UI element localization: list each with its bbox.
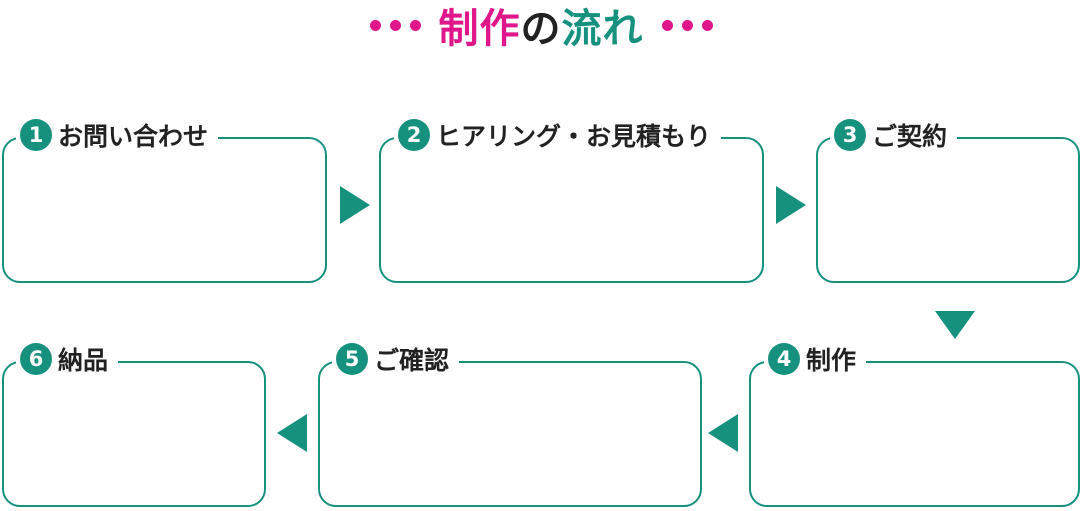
step-6-text: 納品 [58, 346, 109, 375]
step-2-box [379, 137, 764, 283]
step-4-label: 4 制作 [764, 341, 867, 377]
step-3-box [816, 137, 1080, 283]
arrow-5-to-6 [277, 414, 307, 452]
title-text: 制作の流れ [438, 6, 644, 52]
step-6-number: 6 [20, 343, 52, 375]
title-dots-right [661, 19, 713, 31]
step-3-label: 3 ご契約 [830, 117, 958, 153]
step-2-text: ヒアリング・お見積もり [436, 122, 712, 151]
step-1-label: 1 お問い合わせ [16, 117, 219, 153]
step-1-box [2, 137, 327, 283]
step-2-label: 2 ヒアリング・お見積もり [394, 117, 722, 153]
title-dots-left [369, 19, 421, 31]
arrow-4-to-5 [708, 414, 738, 452]
step-2-number: 2 [398, 119, 430, 151]
arrow-2-to-3 [776, 186, 806, 224]
arrow-1-to-2 [340, 186, 370, 224]
step-3-text: ご契約 [872, 122, 948, 151]
step-5-box [318, 361, 702, 507]
step-4-box [749, 361, 1080, 507]
step-6-label: 6 納品 [16, 341, 119, 377]
step-4-number: 4 [768, 343, 800, 375]
step-6-box [2, 361, 266, 507]
diagram-title: 制作の流れ [0, 0, 1082, 52]
step-4-text: 制作 [806, 346, 857, 375]
step-5-number: 5 [336, 343, 368, 375]
step-3-number: 3 [834, 119, 866, 151]
step-5-label: 5 ご確認 [332, 341, 460, 377]
step-5-text: ご確認 [374, 346, 450, 375]
step-1-text: お問い合わせ [58, 122, 209, 151]
step-1-number: 1 [20, 119, 52, 151]
arrow-3-to-4 [935, 311, 975, 339]
